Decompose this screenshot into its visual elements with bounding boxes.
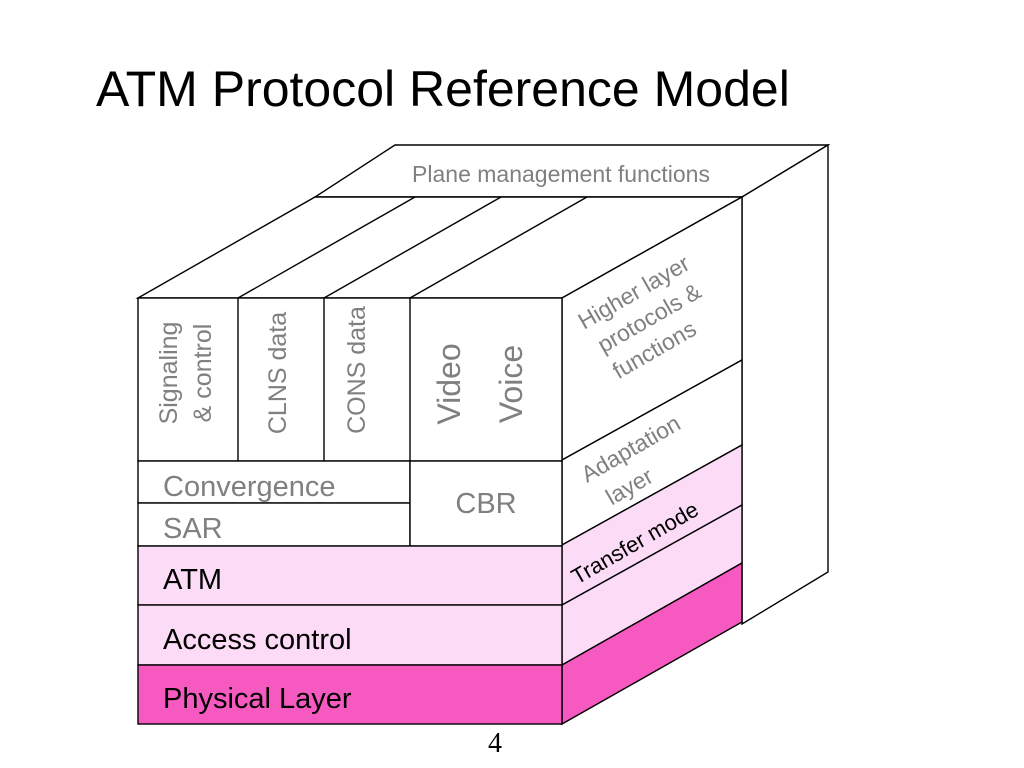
page-number: 4 xyxy=(488,728,502,759)
cons-data-label: CONS data xyxy=(343,306,371,434)
top-divider-3 xyxy=(409,196,588,299)
top-divider-2 xyxy=(323,196,502,299)
signaling-label-line2: & control xyxy=(189,324,217,423)
physical-layer-label: Physical Layer xyxy=(163,683,352,715)
physical-layer-box xyxy=(137,664,563,725)
cbr-label: CBR xyxy=(455,488,516,520)
plane-management-side-face xyxy=(741,143,829,626)
slide-title: ATM Protocol Reference Model xyxy=(96,61,790,117)
plane-management-label: Plane management functions xyxy=(412,161,710,187)
front-upper-area xyxy=(137,297,563,462)
video-label: Video xyxy=(431,343,467,424)
cbr-box xyxy=(409,460,563,547)
atm-label: ATM xyxy=(163,564,222,596)
signaling-label-line1: Signaling xyxy=(155,322,183,425)
convergence-box xyxy=(137,460,411,504)
access-control-label: Access control xyxy=(163,624,352,656)
clns-data-label: CLNS data xyxy=(264,312,292,434)
top-divider-1 xyxy=(237,196,416,299)
access-control-box xyxy=(137,604,563,666)
sar-label: SAR xyxy=(163,513,223,545)
convergence-label: Convergence xyxy=(163,471,336,503)
voice-label: Voice xyxy=(493,345,529,423)
